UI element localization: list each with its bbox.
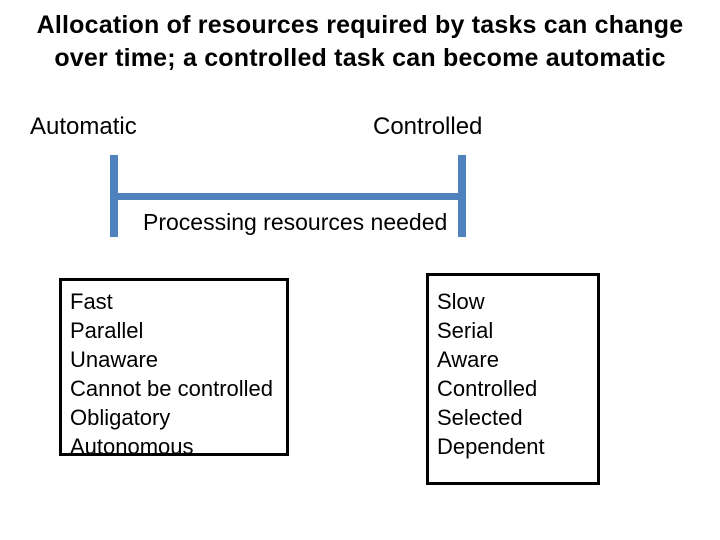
list-item: Dependent [437,434,545,459]
list-item: Aware [437,347,499,372]
list-item: Cannot be controlled [70,376,274,401]
automatic-attributes-box: Fast Parallel Unaware Cannot be controll… [59,278,289,459]
list-item: Serial [437,318,494,343]
slide-title-line-2: over time; a controlled task can become … [54,44,666,72]
slide-title: Allocation of resources required by task… [0,9,720,75]
slide-title-line-1: Allocation of resources required by task… [36,11,684,39]
list-item: Unaware [70,347,159,372]
automatic-label: Automatic [30,113,137,140]
list-item: Fast [70,289,113,314]
list-item: Selected [437,405,523,430]
controlled-attributes-box: Slow Serial Aware Controlled Selected De… [426,273,600,485]
axis-shaft [110,193,466,200]
list-item: Controlled [437,376,538,401]
list-item: Autonomous [70,434,194,459]
list-item: Obligatory [70,405,171,430]
controlled-label: Controlled [373,113,483,140]
list-item: Parallel [70,318,144,343]
list-item: Slow [437,289,485,314]
axis-caption: Processing resources needed [143,209,448,235]
